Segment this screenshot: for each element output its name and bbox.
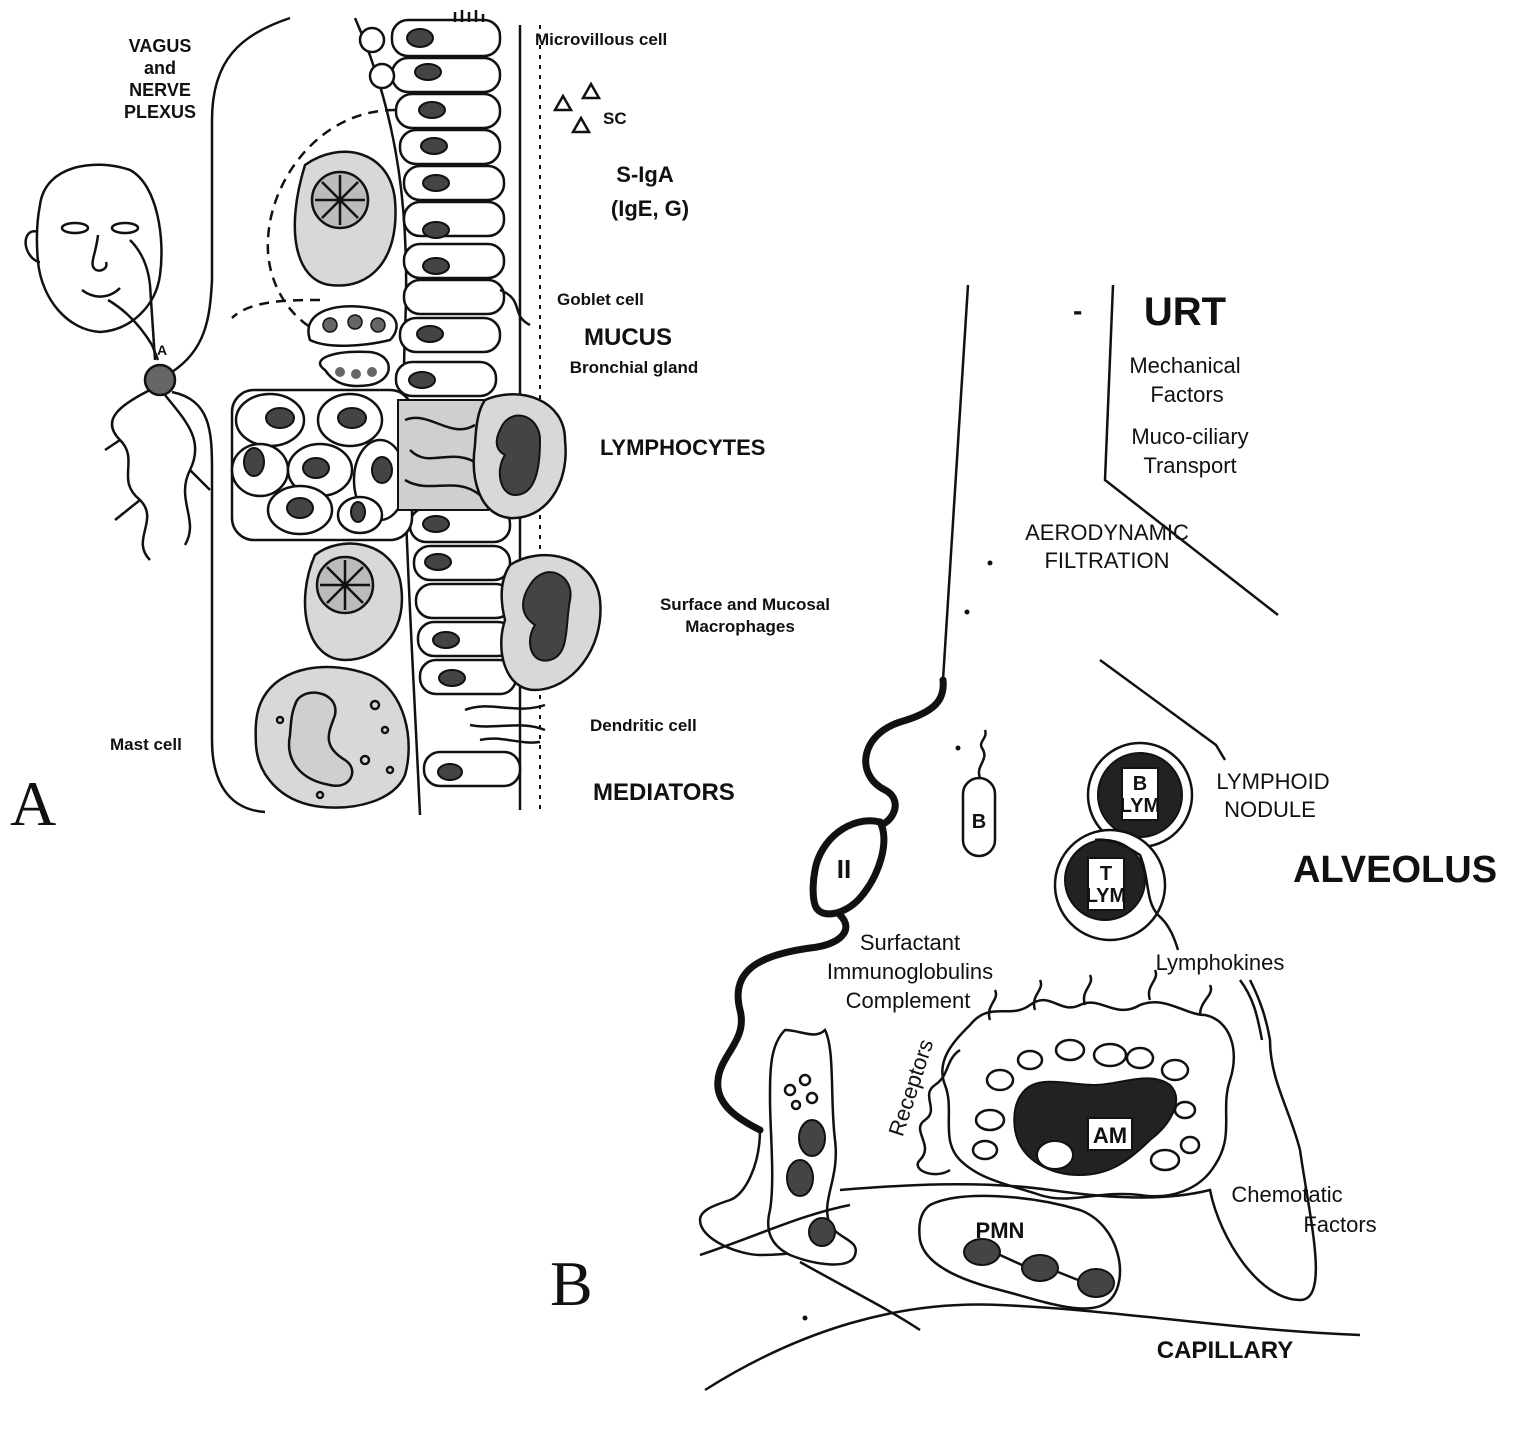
pmn-label: PMN [976,1218,1025,1243]
microvillous-cell-label: Microvillous cell [535,30,667,49]
bronchial-gland-cells [308,306,396,386]
pmn-cell: PMN [919,1196,1120,1309]
mediators-label: MEDIATORS [593,779,735,806]
vagus-label: VAGUS [129,36,192,56]
panel-a: A [10,10,830,839]
face-illustration [26,165,162,345]
and-label: and [144,58,176,78]
lymphoid-nodule-label-2: NODULE [1224,797,1316,822]
goblet-cell-label: Goblet cell [557,290,644,309]
bronchial-gland-label: Bronchial gland [570,358,698,377]
mast-cell-label: Mast cell [110,735,182,754]
b-lym-label-2: LYM [1120,795,1160,817]
macrophages-label-2: Macrophages [685,617,795,636]
gland-duct [232,300,320,318]
alveolus-label: ALVEOLUS [1293,849,1497,891]
mast-cell [256,667,409,807]
urt-label: URT [1144,290,1226,334]
dendritic-cell-label: Dendritic cell [590,716,697,735]
capillary-label: CAPILLARY [1157,1337,1293,1364]
aerodynamic-label-2: FILTRATION [1044,548,1169,573]
lymphoid-nodule-label-1: LYMPHOID [1216,769,1329,794]
alveolar-duct-wall [1100,660,1225,760]
muco-label-2: Transport [1143,453,1236,478]
ig-others-label: (IgE, G) [611,196,689,221]
chemotatic-label-1: Chemotatic [1231,1182,1342,1207]
lymphocytes-label: LYMPHOCYTES [600,435,765,460]
t-lym-label-1: T [1100,863,1112,885]
complement-label: Complement [846,988,971,1013]
receptors-label: Receptors [883,1036,938,1139]
lymphokines-label: Lymphokines [1156,950,1285,975]
type-ii-label: II [837,854,851,884]
dendritic-cell-shape [465,705,545,743]
sc-triangles [555,84,599,132]
panel-a-letter: A [10,768,56,839]
type-ii-cell: II [813,821,884,914]
macrophages-label-1: Surface and Mucosal [660,595,830,614]
aerodynamic-label-1: AERODYNAMIC [1025,520,1189,545]
plexus-label: PLEXUS [124,102,196,122]
nerve-label: NERVE [129,80,191,100]
t-lym-label-2: LYM [1086,885,1126,907]
am-label: AM [1093,1123,1127,1148]
ganglion-marker: A [157,342,167,358]
b-lym-label-1: B [1133,773,1147,795]
chemotatic-label-2: Factors [1303,1212,1376,1237]
muco-label-1: Muco-ciliary [1131,424,1248,449]
airway-wall-left [943,285,968,680]
mechanical-label-1: Mechanical [1129,353,1240,378]
sc-label: SC [603,109,627,128]
urt-dash: - [1073,295,1082,326]
mechanical-label-2: Factors [1150,382,1223,407]
surfactant-label: Surfactant [860,930,960,955]
endothelial-cell [768,1030,856,1264]
b-cell-label: B [972,811,986,833]
immunoglobulins-label: Immunoglobulins [827,959,993,984]
s-iga-label: S-IgA [616,162,674,187]
bacterium: B [963,730,995,856]
panel-b-letter: B [550,1248,593,1319]
mucus-label: MUCUS [584,324,672,351]
